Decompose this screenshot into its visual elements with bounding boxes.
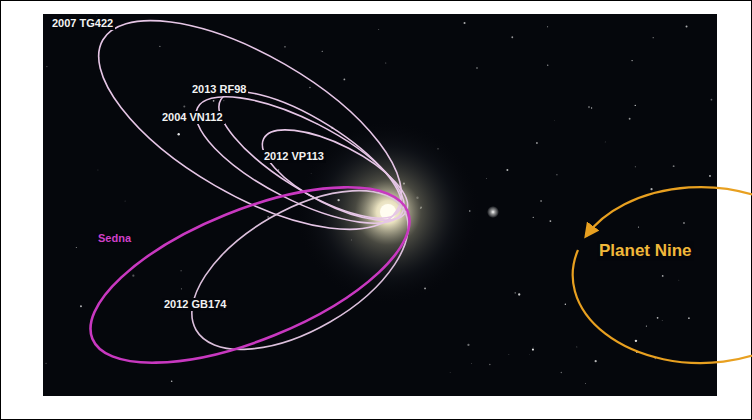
- star: [529, 354, 531, 356]
- star: [683, 222, 685, 224]
- star: [181, 270, 182, 271]
- star: [518, 293, 520, 295]
- object-label: 2012 VP113: [262, 150, 326, 163]
- star: [80, 305, 82, 307]
- star: [576, 346, 578, 348]
- star: [464, 22, 466, 24]
- star: [284, 46, 285, 47]
- object-label: 2013 RF98: [190, 83, 248, 96]
- star: [476, 67, 477, 68]
- star: [532, 349, 534, 351]
- star: [181, 288, 182, 289]
- star: [76, 247, 77, 248]
- star: [514, 292, 516, 294]
- star: [588, 106, 590, 108]
- space-background: [43, 14, 717, 396]
- star: [124, 200, 126, 202]
- star: [385, 62, 387, 64]
- star: [632, 60, 633, 61]
- star: [711, 99, 713, 101]
- star: [536, 142, 538, 144]
- star: [132, 275, 134, 277]
- star: [213, 100, 215, 102]
- star: [449, 372, 451, 374]
- star: [565, 304, 566, 305]
- star: [223, 100, 225, 102]
- star: [657, 317, 659, 319]
- star: [629, 118, 631, 120]
- star: [547, 26, 548, 27]
- star: [661, 320, 663, 322]
- star: [508, 354, 510, 356]
- star: [547, 65, 548, 66]
- star: [183, 106, 185, 108]
- star: [556, 174, 557, 175]
- star: [650, 188, 652, 190]
- object-label: 2012 GB174: [162, 298, 228, 311]
- star: [378, 28, 380, 30]
- star: [471, 363, 473, 365]
- star: [321, 134, 323, 136]
- planet-label: Planet Nine: [597, 241, 694, 261]
- star: [511, 36, 513, 38]
- orbit-sedna: [68, 151, 432, 399]
- object-label: Sedna: [96, 232, 133, 245]
- star: [554, 120, 556, 122]
- star: [97, 169, 99, 171]
- orbits: [68, 0, 752, 399]
- orbit-planet-nine: [573, 187, 752, 363]
- star: [709, 175, 711, 177]
- star-field: [45, 17, 712, 384]
- star: [159, 46, 160, 47]
- orbit-vn112: [179, 72, 420, 248]
- star: [585, 382, 587, 384]
- star: [533, 217, 534, 218]
- star: [540, 200, 542, 202]
- star: [646, 325, 647, 326]
- object-label: 2004 VN112: [160, 111, 225, 124]
- star: [45, 363, 46, 364]
- star: [506, 169, 508, 171]
- star: [638, 226, 639, 227]
- orbit-vp113: [250, 112, 420, 238]
- star: [678, 279, 680, 281]
- star: [591, 107, 592, 108]
- star: [489, 364, 491, 366]
- star: [688, 317, 690, 319]
- star: [604, 141, 606, 143]
- star: [486, 178, 488, 180]
- star: [467, 344, 469, 346]
- star: [635, 166, 636, 167]
- star: [673, 165, 675, 167]
- star: [177, 133, 179, 135]
- star: [561, 372, 562, 373]
- star: [322, 51, 323, 52]
- star: [635, 105, 636, 106]
- star: [635, 340, 637, 342]
- star: [532, 346, 534, 348]
- star: [549, 220, 551, 222]
- star: [46, 66, 47, 67]
- star: [653, 37, 654, 38]
- star: [686, 25, 688, 27]
- star: [662, 275, 664, 277]
- star: [595, 360, 597, 362]
- star: [309, 87, 311, 89]
- star: [343, 79, 345, 81]
- distant-star: [487, 206, 499, 218]
- object-label: 2007 TG422: [50, 17, 115, 30]
- star: [267, 216, 269, 218]
- star: [171, 380, 173, 382]
